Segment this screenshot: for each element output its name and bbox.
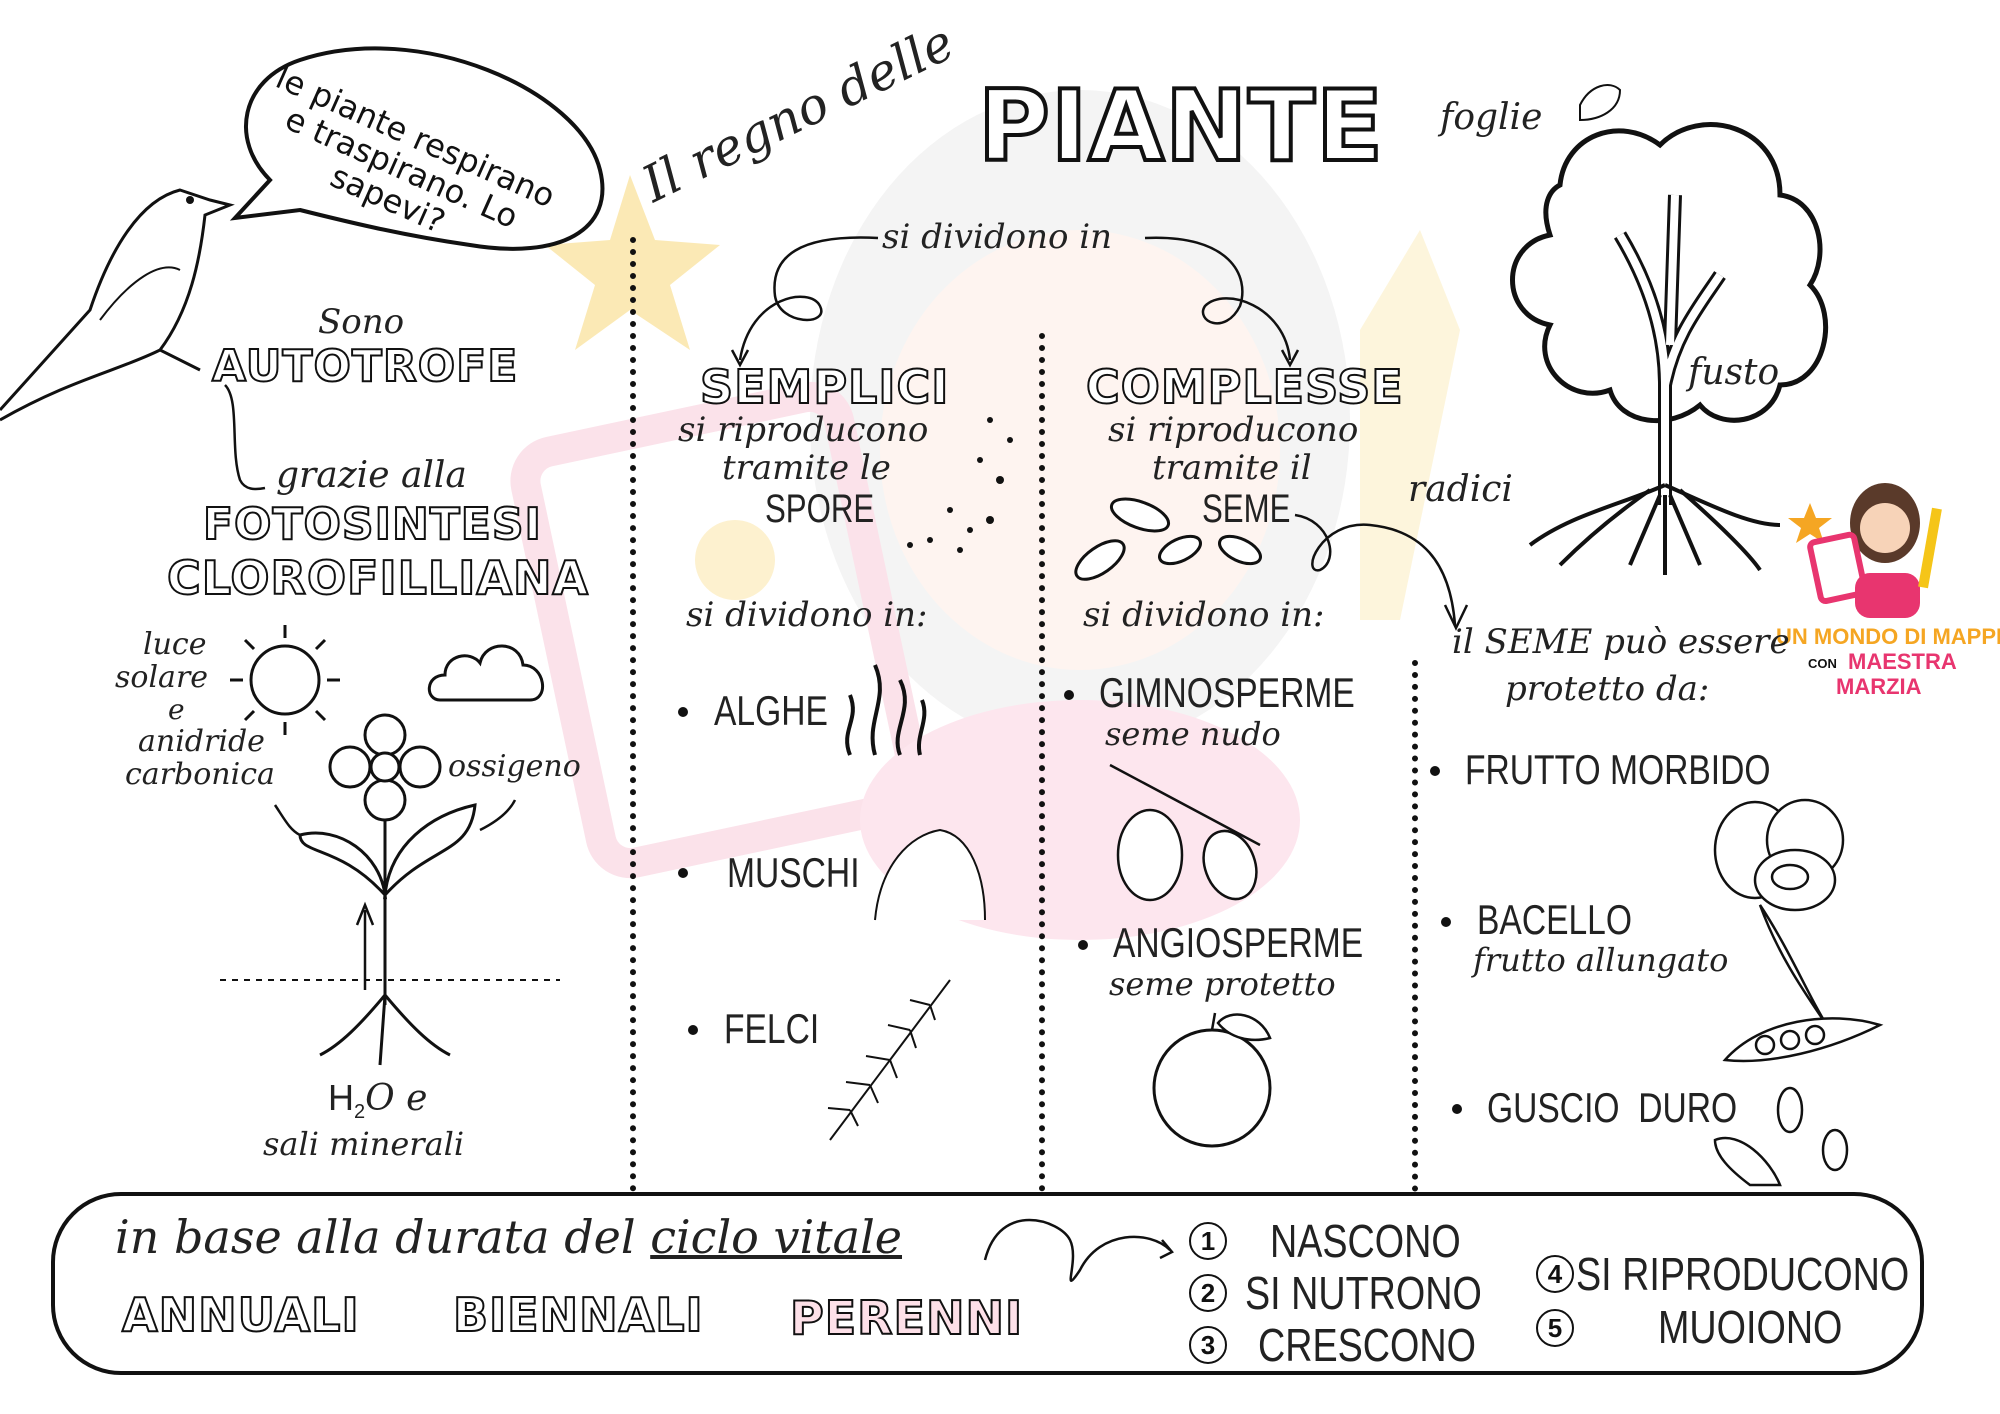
orange-illustration xyxy=(1152,1012,1272,1148)
fusto-label: fusto xyxy=(1688,352,1780,393)
solare-label: solare xyxy=(115,660,209,695)
h2o-subscript: 2 xyxy=(354,1101,366,1124)
bullet xyxy=(1078,940,1088,950)
step-label-5: MUOIONO xyxy=(1658,1301,1843,1353)
bird-illustration xyxy=(0,188,235,422)
step-number-1: 1 xyxy=(1189,1222,1227,1260)
seme-label: SEME xyxy=(1202,487,1291,531)
list-item-angiosperme: ANGIOSPERME xyxy=(1113,919,1364,966)
logo-marzia: MARZIA xyxy=(1836,674,1922,699)
autotrofe-label: AUTOTROFE xyxy=(211,341,519,392)
semplici-title: SEMPLICI xyxy=(699,360,950,414)
semplici-line2: tramite le xyxy=(722,448,891,488)
sali-minerali-label: sali minerali xyxy=(263,1125,465,1163)
logo-teacher-illustration xyxy=(1788,483,1942,618)
angiosperme-note: seme protetto xyxy=(1109,965,1336,1003)
step-label-1: NASCONO xyxy=(1270,1215,1461,1267)
step-label-3: CRESCONO xyxy=(1258,1319,1476,1371)
fotosintesi-label: FOTOSINTESI xyxy=(202,499,542,550)
step-number-5: 5 xyxy=(1536,1309,1574,1347)
list-item-guscio-duro: GUSCIO DURO xyxy=(1487,1084,1738,1131)
logo-con: CON xyxy=(1808,656,1837,671)
flower-plant-illustration xyxy=(220,713,560,1066)
list-item-bacello: BACELLO xyxy=(1477,896,1633,943)
divider-2 xyxy=(1039,333,1045,1192)
list-item-felci: FELCI xyxy=(724,1005,820,1052)
anidride-label: anidride xyxy=(138,724,265,759)
gimnosperme-note: seme nudo xyxy=(1105,715,1281,753)
e-label: e xyxy=(168,693,185,726)
bullet xyxy=(688,1025,698,1035)
life-cycle-box xyxy=(51,1192,1924,1375)
bacello-note: frutto allungato xyxy=(1473,941,1729,979)
list-item-frutto-morbido: FRUTTO MORBIDO xyxy=(1465,746,1771,793)
divider-3 xyxy=(1412,660,1418,1192)
h-text: H xyxy=(328,1077,354,1118)
h2o-label: H2O e xyxy=(328,1077,428,1124)
type-perenni: PERENNI xyxy=(789,1291,1024,1345)
step-number-4: 4 xyxy=(1536,1255,1574,1293)
logo-line1: UN MONDO DI MAPPE xyxy=(1776,624,2000,649)
bullet xyxy=(1441,917,1451,927)
foglie-label: foglie xyxy=(1440,97,1543,138)
seed-line1: il SEME può essere xyxy=(1452,622,1790,662)
cycle-intro: in base alla durata del ciclo vitale xyxy=(115,1214,902,1260)
carbonica-label: carbonica xyxy=(125,757,275,792)
algae-illustration xyxy=(845,664,927,756)
pine-cone-illustration xyxy=(1109,763,1261,902)
pea-pod-illustration xyxy=(1722,904,1884,1063)
page-title: PIANTE xyxy=(976,70,1385,184)
step-label-2: SI NUTRONO xyxy=(1245,1267,1482,1319)
spore-label: SPORE xyxy=(765,487,875,531)
split-label: si dividono in xyxy=(882,217,1113,257)
list-item-alghe: ALGHE xyxy=(714,687,828,734)
complesse-divide-label: si dividono in: xyxy=(1083,595,1325,635)
ossigeno-label: ossigeno xyxy=(448,749,581,784)
step-number-2: 2 xyxy=(1189,1274,1227,1312)
sono-label: Sono xyxy=(318,302,405,342)
o-e-text: O e xyxy=(365,1078,428,1119)
bullet xyxy=(1430,766,1440,776)
spores-dots-illustration xyxy=(907,417,1013,553)
fern-illustration xyxy=(827,979,951,1141)
semplici-divide-label: si dividono in: xyxy=(686,595,928,635)
peach-illustration xyxy=(1713,798,1845,912)
moss-illustration xyxy=(874,828,986,921)
bullet xyxy=(1064,690,1074,700)
divider-1 xyxy=(630,237,636,1192)
list-item-gimnosperme: GIMNOSPERME xyxy=(1099,669,1355,716)
complesse-title: COMPLESSE xyxy=(1085,360,1404,414)
bullet xyxy=(678,868,688,878)
complesse-line2: tramite il xyxy=(1152,448,1312,488)
semplici-line1: si riproducono xyxy=(678,410,929,450)
cycle-intro-underlined: ciclo vitale xyxy=(650,1210,903,1264)
radici-label: radici xyxy=(1408,469,1513,510)
sun-icon xyxy=(230,625,340,735)
grazie-alla-label: grazie alla xyxy=(276,455,467,496)
tree-illustration xyxy=(1510,84,1828,575)
complesse-line1: si riproducono xyxy=(1108,410,1359,450)
list-item-muschi: MUSCHI xyxy=(727,849,860,896)
type-biennali: BIENNALI xyxy=(452,1288,704,1342)
logo-maestra: MAESTRA xyxy=(1848,649,1957,674)
cloud-icon xyxy=(427,644,545,702)
nut-shells-illustration xyxy=(1713,1086,1849,1187)
clorofilliana-label: CLOROFILLIANA xyxy=(166,551,590,605)
step-number-3: 3 xyxy=(1189,1326,1227,1364)
seeds-illustration xyxy=(1074,497,1262,581)
seed-line2: protetto da: xyxy=(1505,669,1710,709)
step-label-4: SI RIPRODUCONO xyxy=(1576,1248,1910,1300)
type-annuali: ANNUALI xyxy=(121,1288,360,1342)
cycle-intro-text: in base alla durata del xyxy=(115,1210,651,1264)
bullet xyxy=(1452,1104,1462,1114)
luce-label: luce xyxy=(143,627,207,662)
bullet xyxy=(678,707,688,717)
